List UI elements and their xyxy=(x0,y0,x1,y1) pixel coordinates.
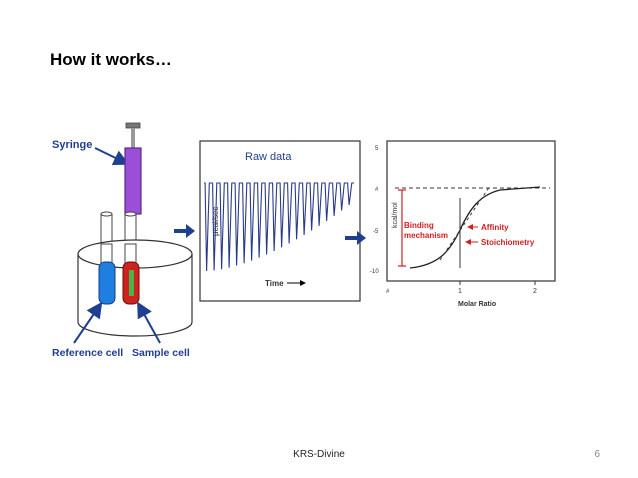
x-tick-label: 2 xyxy=(533,288,537,295)
isotherm-x-label: Molar Ratio xyxy=(458,301,496,308)
isotherm-y-ticks: 5 # -5 -10 xyxy=(370,146,379,275)
y-tick-label: # xyxy=(375,187,379,193)
flow-arrow-1 xyxy=(174,224,195,238)
stoichiometry-annotation: Stoichiometry xyxy=(481,238,535,247)
slide-title: How it works… xyxy=(50,50,172,69)
reference-cell xyxy=(98,261,116,305)
x-tick-label: 1 xyxy=(458,288,462,295)
y-tick-label: -5 xyxy=(373,229,379,235)
isotherm-x-ticks: # 1 2 xyxy=(386,281,537,295)
sample-cell xyxy=(122,261,140,305)
isotherm-panel: 5 # -5 -10 kcal/mol Binding mechanism Af… xyxy=(370,140,556,308)
raw-data-trace xyxy=(204,182,354,272)
instrument-schematic: Syringe xyxy=(52,122,193,359)
x-tick-label: # xyxy=(386,289,390,295)
raw-data-title: Raw data xyxy=(245,151,292,163)
page-number: 6 xyxy=(594,449,600,460)
sample-cell-pointer-arrow xyxy=(137,301,161,344)
reference-cell-label: Reference cell xyxy=(52,347,123,359)
raw-data-frame xyxy=(199,140,361,302)
isotherm-y-label: kcal/mol xyxy=(392,202,399,228)
raw-data-x-label: Time xyxy=(265,279,284,288)
affinity-tangent xyxy=(439,185,491,261)
reference-cell-pointer-arrow xyxy=(73,301,103,344)
binding-annotation-line1: Binding xyxy=(404,221,434,230)
syringe xyxy=(124,122,142,224)
syringe-label: Syringe xyxy=(52,139,92,151)
footer-author: KRS-Divine xyxy=(293,449,345,460)
binding-annotation-line2: mechanism xyxy=(404,231,448,240)
cell-tubes xyxy=(100,211,137,249)
sample-cell-label: Sample cell xyxy=(132,347,190,359)
syringe-pointer-arrow xyxy=(94,147,130,165)
affinity-annotation: Affinity xyxy=(481,223,509,232)
y-tick-label: 5 xyxy=(375,146,379,152)
flow-arrow-2 xyxy=(345,231,366,245)
raw-data-panel: Raw data μcal/sec Time xyxy=(199,140,361,302)
y-tick-label: -10 xyxy=(370,269,379,275)
